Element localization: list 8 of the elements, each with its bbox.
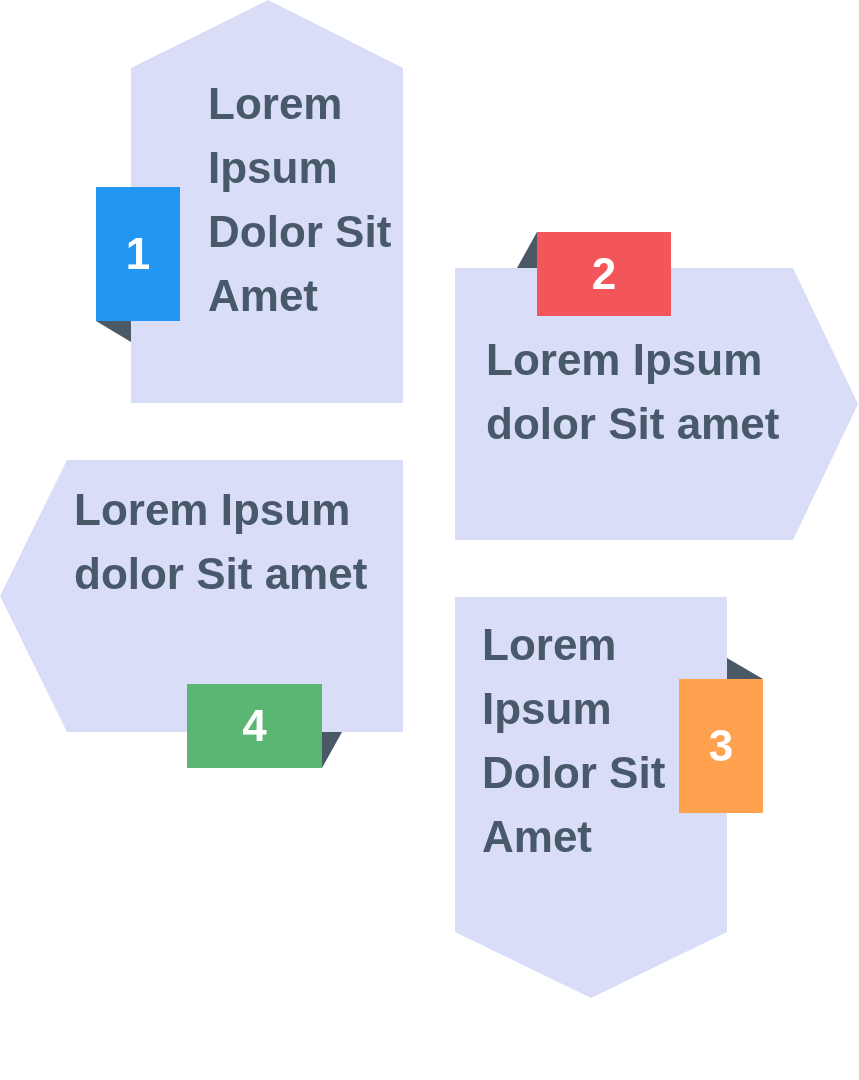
number-tag: 4 xyxy=(187,684,322,768)
panel-text: Lorem Ipsum Dolor Sit Amet xyxy=(482,619,667,863)
number-tag: 3 xyxy=(679,679,763,813)
panel-text: Lorem Ipsum dolor Sit amet xyxy=(74,484,369,600)
panel-text: Lorem Ipsum dolor Sit amet xyxy=(486,334,781,450)
number-tag: 1 xyxy=(96,187,180,321)
number-tag: 2 xyxy=(537,232,671,316)
panel-text: Lorem Ipsum Dolor Sit Amet xyxy=(208,78,393,322)
